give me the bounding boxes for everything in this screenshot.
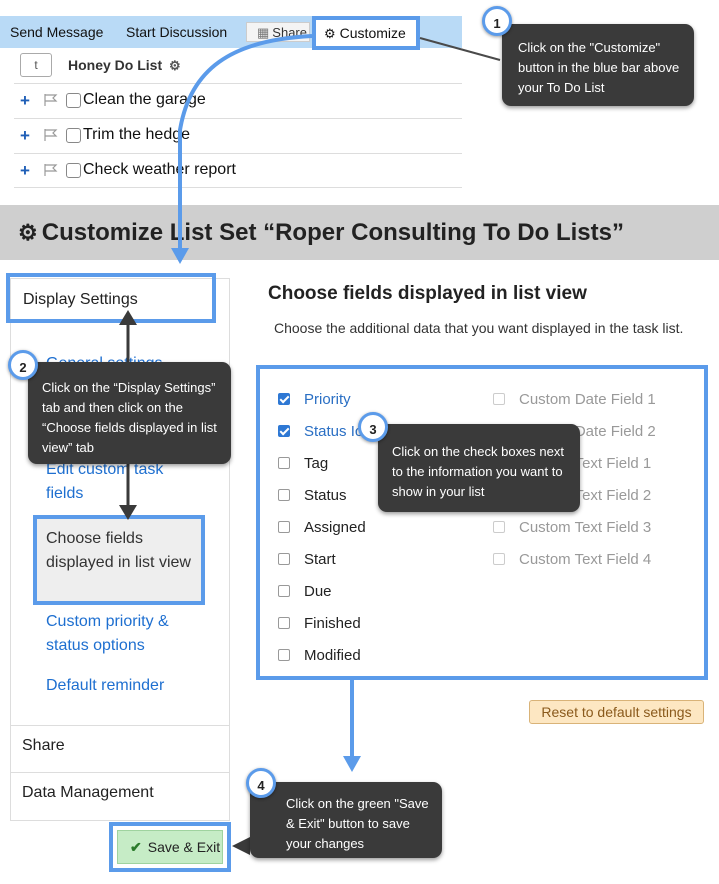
checkbox[interactable] (278, 553, 290, 565)
checkbox[interactable] (278, 617, 290, 629)
section-title: Choose fields displayed in list view (268, 283, 587, 304)
sidebar-item-custom-priority[interactable]: Custom priority & status options (46, 613, 169, 654)
flag-icon[interactable] (44, 129, 58, 141)
checkbox[interactable] (278, 649, 290, 661)
checkbox[interactable] (278, 585, 290, 597)
task-row: + Check weather report (14, 153, 462, 188)
checkbox[interactable] (278, 393, 290, 405)
checkbox[interactable] (278, 425, 290, 437)
step-3-badge: 3 (358, 412, 388, 442)
step-2-badge: 2 (8, 350, 38, 380)
task-name[interactable]: Check weather report (83, 161, 236, 178)
add-subtask-icon[interactable]: + (20, 126, 30, 145)
step-4-badge: 4 (246, 768, 276, 798)
task-checkbox[interactable] (66, 128, 81, 143)
callout-step-4: Click on the green "Save & Exit" button … (250, 782, 442, 858)
flag-icon[interactable] (44, 164, 58, 176)
customize-heading-bar: ⚙Customize List Set “Roper Consulting To… (0, 205, 719, 260)
arrowhead (171, 248, 189, 264)
callout-step-3: Click on the check boxes next to the inf… (378, 424, 580, 512)
reset-defaults-button[interactable]: Reset to default settings (529, 700, 704, 724)
task-checkbox[interactable] (66, 163, 81, 178)
flag-icon[interactable] (44, 94, 58, 106)
share-icon: ▦ (257, 25, 270, 40)
save-exit-highlight: ✔Save & Exit (109, 822, 231, 872)
add-subtask-icon[interactable]: + (20, 91, 30, 110)
callout-step-1: Click on the "Customize" button in the b… (502, 24, 694, 106)
arrowhead (119, 310, 137, 325)
task-row: + Clean the garage (14, 83, 462, 118)
gears-icon: ⚙ (18, 220, 38, 245)
arrow-callout1-line (419, 37, 501, 61)
section-description: Choose the additional data that you want… (274, 320, 684, 336)
display-settings-tab[interactable]: Display Settings (6, 273, 216, 323)
add-subtask-icon[interactable]: + (20, 161, 30, 180)
checkbox[interactable] (493, 553, 505, 565)
checkmark-icon: ✔ (130, 839, 142, 855)
list-title: Honey Do List ⚙ (68, 57, 181, 73)
sidebar-item-default-reminder[interactable]: Default reminder (46, 677, 165, 694)
task-row: + Trim the hedge (14, 118, 462, 153)
tag-button[interactable]: t (20, 53, 52, 77)
checkbox[interactable] (493, 393, 505, 405)
callout-step-2: Click on the “Display Settings” tab and … (28, 362, 231, 464)
sidebar-item-data-management[interactable]: Data Management (10, 772, 230, 819)
task-name[interactable]: Clean the garage (83, 91, 206, 108)
arrow-customize-to-display (178, 34, 313, 250)
task-checkbox[interactable] (66, 93, 81, 108)
list-gear-icon[interactable]: ⚙ (169, 58, 181, 73)
arrowhead (343, 756, 361, 772)
sidebar-item-edit-custom-fields[interactable]: Edit custom task fields (46, 461, 164, 502)
arrowhead (119, 505, 137, 520)
step-1-badge: 1 (482, 6, 512, 36)
gear-icon: ⚙ (324, 26, 336, 41)
checkbox[interactable] (278, 457, 290, 469)
page-title: ⚙Customize List Set “Roper Consulting To… (18, 219, 624, 246)
arrowhead (232, 837, 250, 855)
checkbox[interactable] (278, 521, 290, 533)
start-discussion-button[interactable]: Start Discussion (126, 24, 228, 40)
save-exit-button[interactable]: ✔Save & Exit (117, 830, 223, 864)
checkbox[interactable] (493, 521, 505, 533)
sidebar-item-share[interactable]: Share (10, 725, 230, 772)
send-message-button[interactable]: Send Message (10, 24, 104, 40)
task-name[interactable]: Trim the hedge (83, 126, 191, 143)
sidebar-item-choose-fields[interactable]: Choose fields displayed in list view (33, 515, 205, 605)
customize-button[interactable]: ⚙Customize (312, 16, 420, 50)
checkbox[interactable] (278, 489, 290, 501)
